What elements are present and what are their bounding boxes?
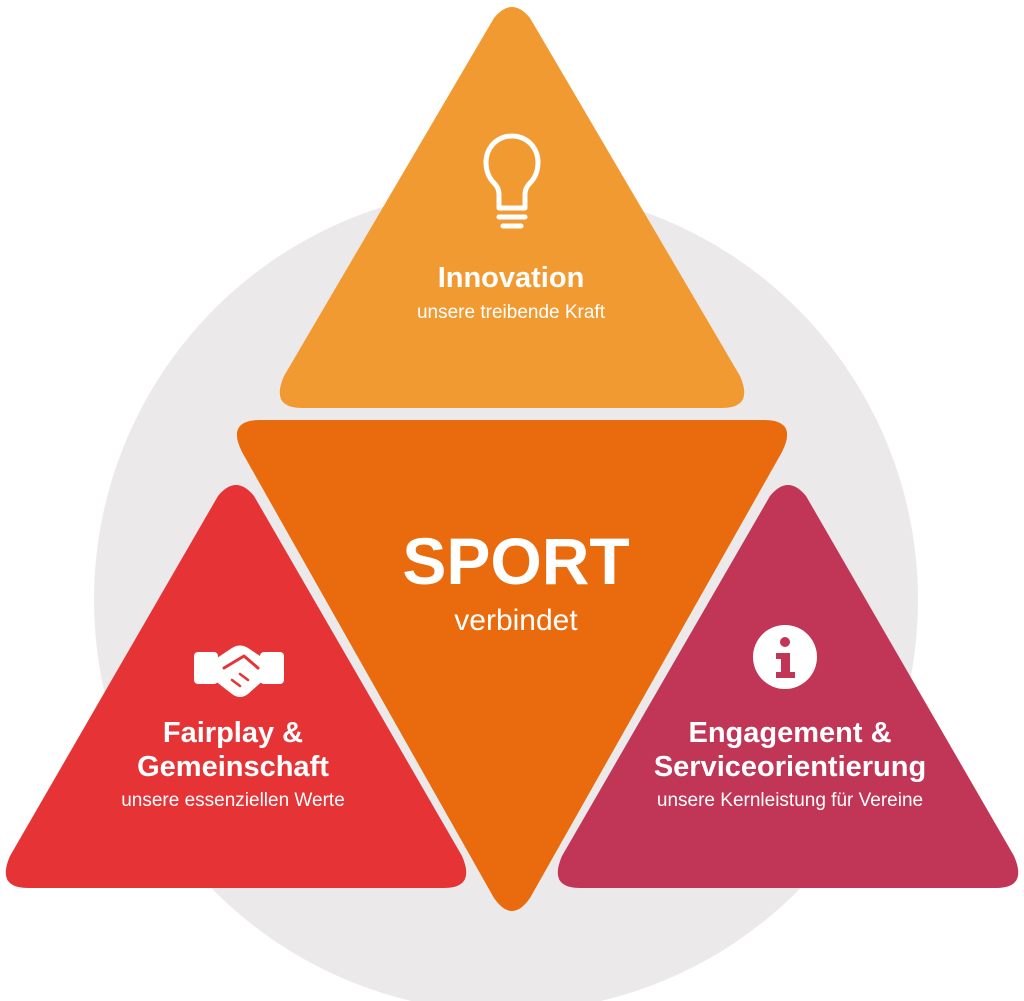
lightbulb-icon	[483, 133, 541, 229]
fairplay-title-line2: Gemeinschaft	[137, 751, 329, 783]
center-subtitle: verbindet	[454, 604, 578, 637]
info-icon	[753, 625, 817, 689]
innovation-title: Innovation	[438, 262, 585, 294]
handshake-icon	[194, 645, 284, 697]
engagement-title-line2: Serviceorientierung	[654, 751, 926, 783]
fairplay-title-line1: Fairplay &	[163, 717, 303, 749]
center-title: SPORT	[402, 524, 629, 598]
innovation-subtitle: unsere treibende Kraft	[417, 302, 606, 323]
engagement-subtitle: unsere Kernleistung für Vereine	[657, 790, 923, 811]
center-triangle	[236, 420, 788, 911]
engagement-title-line1: Engagement &	[688, 717, 891, 749]
fairplay-subtitle: unsere essenziellen Werte	[121, 790, 345, 811]
